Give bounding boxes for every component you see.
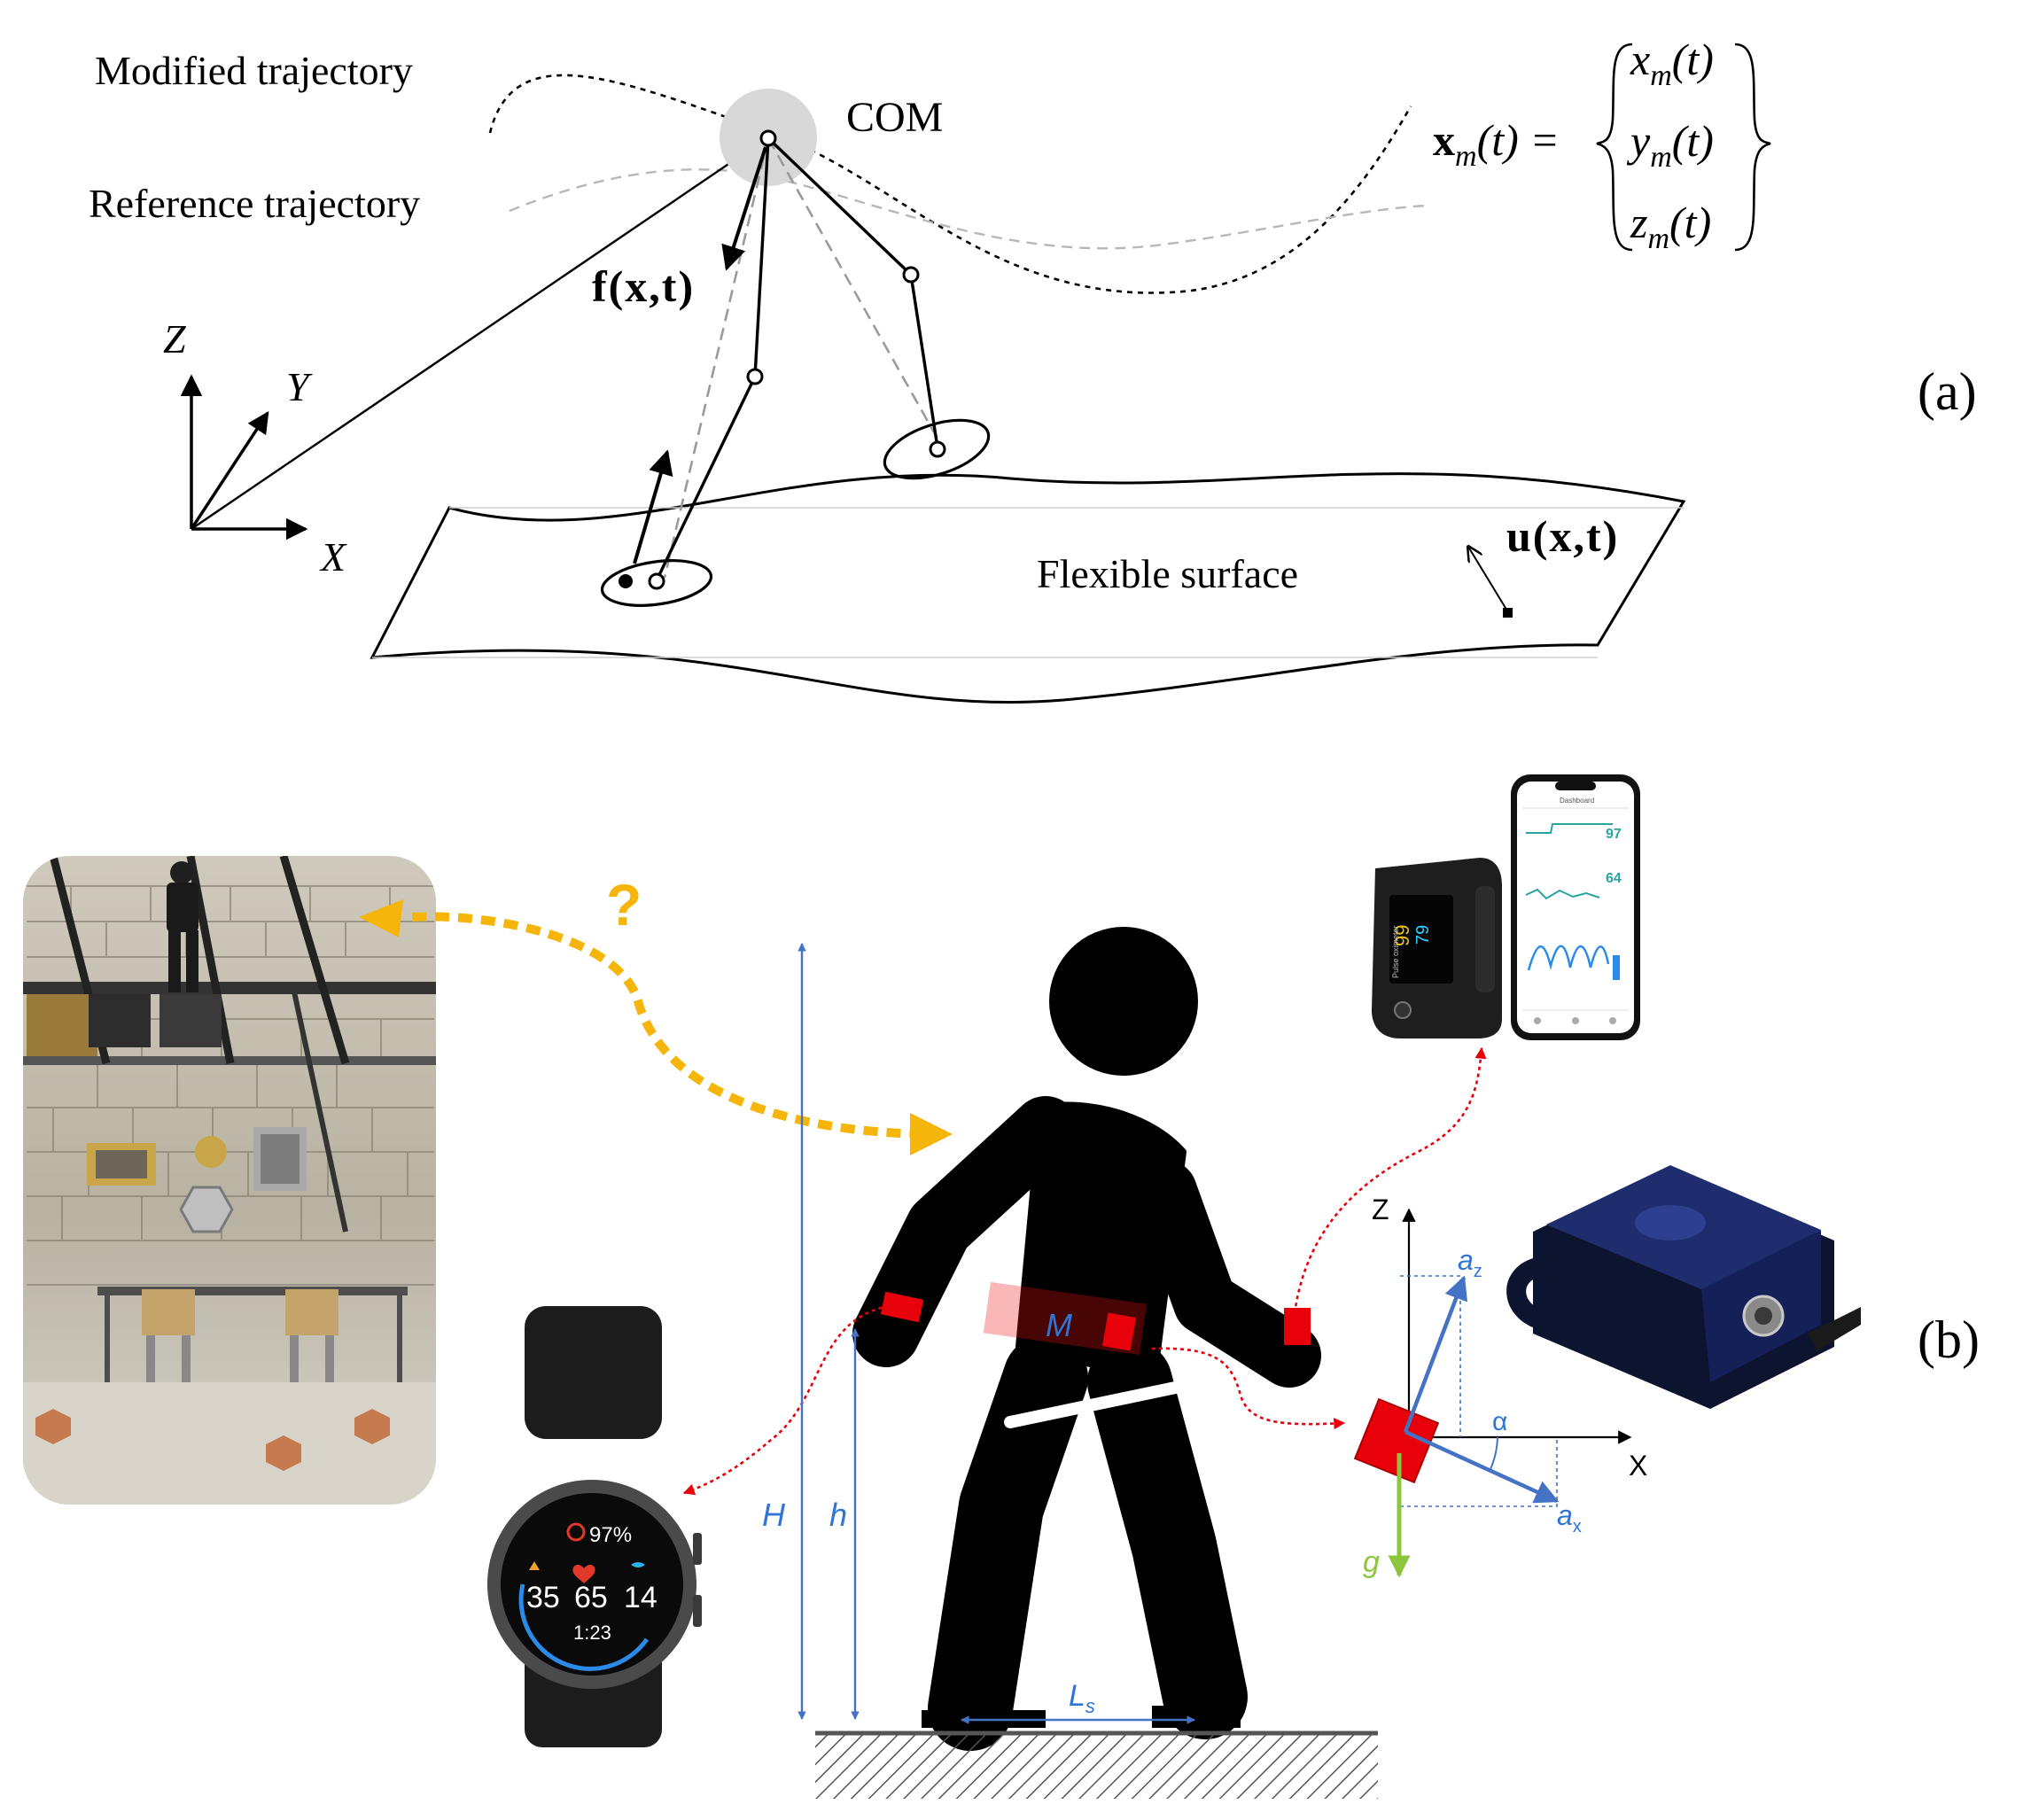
acceleration-frame: Z X az ax g α [1353, 1194, 1647, 1579]
phone-value-bottom: 64 [1606, 871, 1622, 886]
phone-screen [1517, 782, 1634, 1033]
question-mark: ? [606, 872, 642, 937]
panel-a: Z Y X Modified trajectory [89, 35, 1977, 704]
watch-time: 1:23 [573, 1622, 611, 1644]
wrist-sensor-left [880, 1291, 924, 1323]
link-to-smartwatch [682, 1304, 890, 1496]
force-label: f(x,t) [592, 261, 695, 311]
environment-link-arrowhead-left [359, 899, 403, 937]
swing-leg [766, 136, 939, 448]
watch-left-value: 35 [526, 1581, 560, 1614]
axis-y-label: Y [286, 364, 313, 409]
wrist-sensor-right [1284, 1308, 1311, 1345]
watch-center-value: 65 [574, 1581, 608, 1614]
pulse-oximeter: 99 79 Pulse oximeter [1372, 858, 1502, 1038]
mass-label: M [1046, 1307, 1072, 1343]
surface-displacement-arrow [1468, 547, 1509, 613]
imu-sensor [1506, 1165, 1861, 1409]
accel-az-label: az [1458, 1244, 1482, 1281]
axis-y-line [190, 410, 269, 530]
oximeter-reading-2: 79 [1413, 925, 1433, 945]
watch-screen [501, 1493, 683, 1676]
oximeter-reading-1: 99 [1391, 925, 1413, 946]
com-trajectory-equation: xm(t) = xm(t) ym(t) zm(t) [1433, 35, 1771, 255]
ankle-joint-left [648, 572, 665, 590]
panel-b: ? M [23, 774, 1980, 1799]
equation-right-brace [1734, 43, 1771, 252]
smartphone: Dashboard 97 64 [1511, 774, 1640, 1040]
accel-axis-z-label: Z [1372, 1194, 1389, 1225]
ground-reaction-arrow [633, 449, 673, 564]
panel-b-label: (b) [1918, 1311, 1980, 1369]
axis-z-label: Z [163, 316, 186, 362]
knee-joint-right [902, 266, 920, 284]
displacement-label: u(x,t) [1506, 511, 1619, 561]
accel-vector-az [1403, 1275, 1468, 1433]
equation-lhs: xm(t) = [1433, 115, 1560, 173]
walking-person [852, 927, 1321, 1751]
force-arrow-com [721, 146, 767, 271]
reference-trajectory-curve [509, 168, 1429, 250]
phone-pulse-trace [1525, 888, 1600, 900]
ground-contact-point [619, 574, 633, 588]
panel-a-label: (a) [1918, 362, 1977, 421]
com-point [759, 129, 777, 147]
height-h-label: h [829, 1497, 847, 1533]
swing-foot-contact [883, 418, 991, 480]
room-photo [23, 856, 436, 1505]
phone-pleth-wave [1527, 945, 1610, 971]
modified-trajectory-curve [488, 74, 1412, 294]
oximeter-screen [1389, 895, 1453, 984]
watch-spo2: 97% [589, 1523, 632, 1547]
waist-sensor [1101, 1312, 1137, 1351]
link-to-imu [1151, 1347, 1346, 1430]
phone-value-top: 97 [1606, 827, 1622, 842]
oximeter-label: Pulse oximeter [1391, 925, 1400, 978]
alpha-label: α [1492, 1407, 1507, 1436]
accel-ax-label: ax [1557, 1499, 1582, 1536]
accel-axis-x-label: X [1629, 1450, 1647, 1482]
person-head [1049, 927, 1198, 1076]
flexible-surface-label: Flexible surface [1037, 551, 1298, 596]
surface-point-marker [1503, 608, 1513, 618]
equation-row-z: zm(t) [1630, 198, 1711, 255]
watch-right-value: 14 [624, 1581, 657, 1614]
phone-spo2-trace [1526, 823, 1613, 834]
environment-link-arrowhead-right [910, 1113, 953, 1155]
accel-vector-ax [1404, 1429, 1560, 1504]
alpha-arc [1490, 1436, 1498, 1470]
tilted-imu-square [1353, 1397, 1440, 1484]
equation-row-x: xm(t) [1630, 35, 1714, 92]
flexible-surface [370, 472, 1686, 704]
gravity-label: g [1363, 1545, 1380, 1579]
height-H-label: H [762, 1497, 786, 1533]
reference-trajectory-label: Reference trajectory [89, 181, 420, 226]
knee-joint-left [746, 368, 764, 385]
modified-trajectory-label: Modified trajectory [95, 48, 413, 93]
com-position-vector [191, 139, 765, 530]
link-to-oximeter [1292, 1046, 1487, 1321]
ankle-joint-right [929, 440, 946, 458]
environment-link-arrow [411, 912, 922, 1139]
ground-hatch [815, 1733, 1378, 1799]
stance-foot-contact [600, 559, 713, 607]
phone-header: Dashboard [1560, 797, 1594, 805]
axis-x-label: X [319, 534, 347, 579]
equation-left-brace [1596, 43, 1633, 252]
com-label: COM [846, 94, 943, 141]
smartwatch: 97% 35 65 14 1:23 [487, 1306, 702, 1747]
leg-dashed-left [663, 137, 770, 579]
equation-row-y: ym(t) [1626, 116, 1714, 174]
step-length-label: Ls [1069, 1679, 1095, 1717]
